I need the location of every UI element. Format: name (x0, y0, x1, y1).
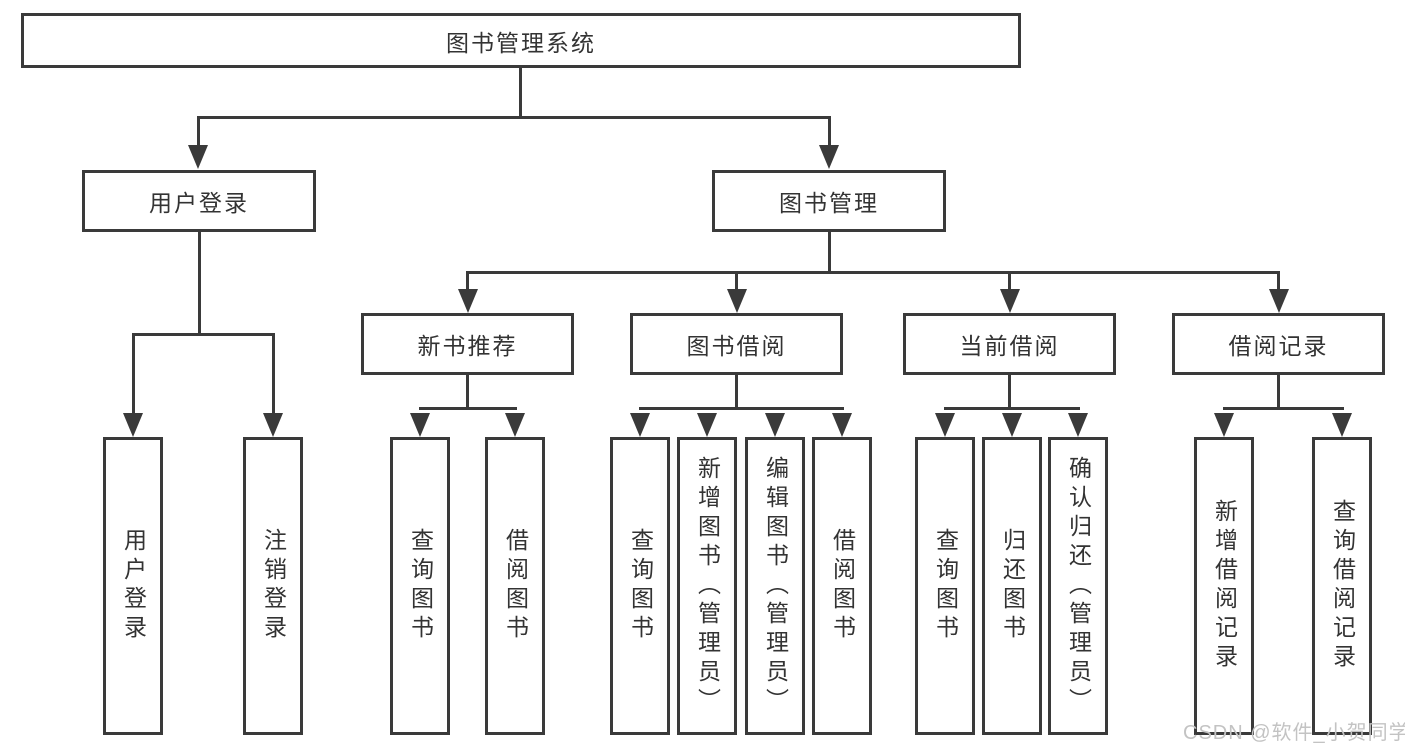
leaf-label: 查询图书 (627, 528, 654, 644)
arrowhead-down-icon (505, 413, 525, 437)
leaf-edit-book-admin: 编辑图书（管理员） (745, 437, 805, 735)
node-label: 借阅记录 (1228, 333, 1329, 359)
arrowhead-down-icon (410, 413, 430, 437)
connector-line (827, 232, 831, 273)
connector-line (418, 407, 517, 410)
arrowhead-down-icon (726, 289, 747, 313)
node-label: 用户登录 (149, 190, 249, 216)
arrowhead-down-icon (188, 145, 208, 169)
leaf-label: 新增借阅记录 (1211, 499, 1238, 673)
node-label: 图书借阅 (686, 333, 787, 359)
leaf-label: 用户登录 (120, 528, 147, 644)
node-borrowing-records: 借阅记录 (1172, 313, 1385, 375)
node-label: 图书管理 (779, 190, 879, 216)
leaf-label: 借阅图书 (829, 528, 856, 644)
node-label: 当前借阅 (959, 333, 1060, 359)
leaf-query-borrow-record: 查询借阅记录 (1312, 437, 1372, 735)
connector-line (943, 407, 1080, 410)
connector-line (519, 66, 522, 118)
connector-line (271, 333, 275, 415)
leaf-query-books-borrowing: 查询图书 (610, 437, 670, 735)
connector-line (197, 116, 831, 119)
arrowhead-down-icon (1268, 289, 1289, 313)
arrowhead-down-icon (765, 413, 785, 437)
node-book-management: 图书管理 (712, 170, 946, 232)
connector-line (638, 407, 844, 410)
leaf-label: 归还图书 (999, 528, 1026, 644)
csdn-watermark: CSDN @软件_小贺同学 (1183, 722, 1405, 744)
node-library-management-system: 图书管理系统 (21, 13, 1021, 68)
leaf-return-book: 归还图书 (982, 437, 1042, 735)
leaf-borrow-books-recommend: 借阅图书 (485, 437, 545, 735)
arrowhead-down-icon (1332, 413, 1352, 437)
leaf-query-books-recommend: 查询图书 (390, 437, 450, 735)
leaf-label: 查询图书 (932, 528, 959, 644)
node-book-borrowing: 图书借阅 (630, 313, 843, 375)
leaf-user-login: 用户登录 (103, 437, 163, 735)
arrowhead-down-icon (697, 413, 717, 437)
connector-line (1277, 271, 1280, 291)
node-label: 图书管理系统 (446, 29, 596, 56)
arrowhead-down-icon (819, 145, 839, 169)
connector-line (466, 271, 1280, 274)
node-user-login: 用户登录 (82, 170, 316, 232)
connector-line (466, 271, 469, 291)
leaf-add-book-admin: 新增图书（管理员） (677, 437, 737, 735)
node-current-borrowing: 当前借阅 (903, 313, 1116, 375)
leaf-logout: 注销登录 (243, 437, 303, 735)
connector-line (1222, 407, 1344, 410)
connector-line (197, 116, 200, 148)
arrowhead-down-icon (999, 289, 1020, 313)
leaf-borrow-books-borrowing: 借阅图书 (812, 437, 872, 735)
connector-line (1008, 375, 1011, 409)
arrowhead-down-icon (123, 413, 143, 437)
arrowhead-down-icon (1068, 413, 1088, 437)
leaf-label: 编辑图书（管理员） (762, 455, 789, 717)
arrowhead-down-icon (935, 413, 955, 437)
connector-line (828, 116, 831, 148)
arrowhead-down-icon (457, 289, 478, 313)
connector-line (466, 375, 469, 409)
arrowhead-down-icon (1002, 413, 1022, 437)
arrowhead-down-icon (832, 413, 852, 437)
leaf-label: 查询图书 (407, 528, 434, 644)
connector-line (1008, 271, 1011, 291)
leaf-label: 借阅图书 (502, 528, 529, 644)
arrowhead-down-icon (630, 413, 650, 437)
connector-line (131, 333, 275, 336)
connector-line (131, 333, 135, 415)
connector-line (735, 271, 738, 291)
leaf-label: 新增图书（管理员） (694, 455, 721, 717)
arrowhead-down-icon (263, 413, 283, 437)
arrowhead-down-icon (1214, 413, 1234, 437)
node-label: 新书推荐 (417, 333, 518, 359)
leaf-add-borrow-record: 新增借阅记录 (1194, 437, 1254, 735)
connector-line (1277, 375, 1280, 409)
node-new-book-recommendation: 新书推荐 (361, 313, 574, 375)
connector-line (735, 375, 738, 409)
leaf-label: 注销登录 (260, 528, 287, 644)
leaf-confirm-return-admin: 确认归还（管理员） (1048, 437, 1108, 735)
leaf-label: 查询借阅记录 (1329, 499, 1356, 673)
leaf-label: 确认归还（管理员） (1065, 455, 1092, 717)
leaf-query-books-current: 查询图书 (915, 437, 975, 735)
connector-line (197, 232, 201, 335)
